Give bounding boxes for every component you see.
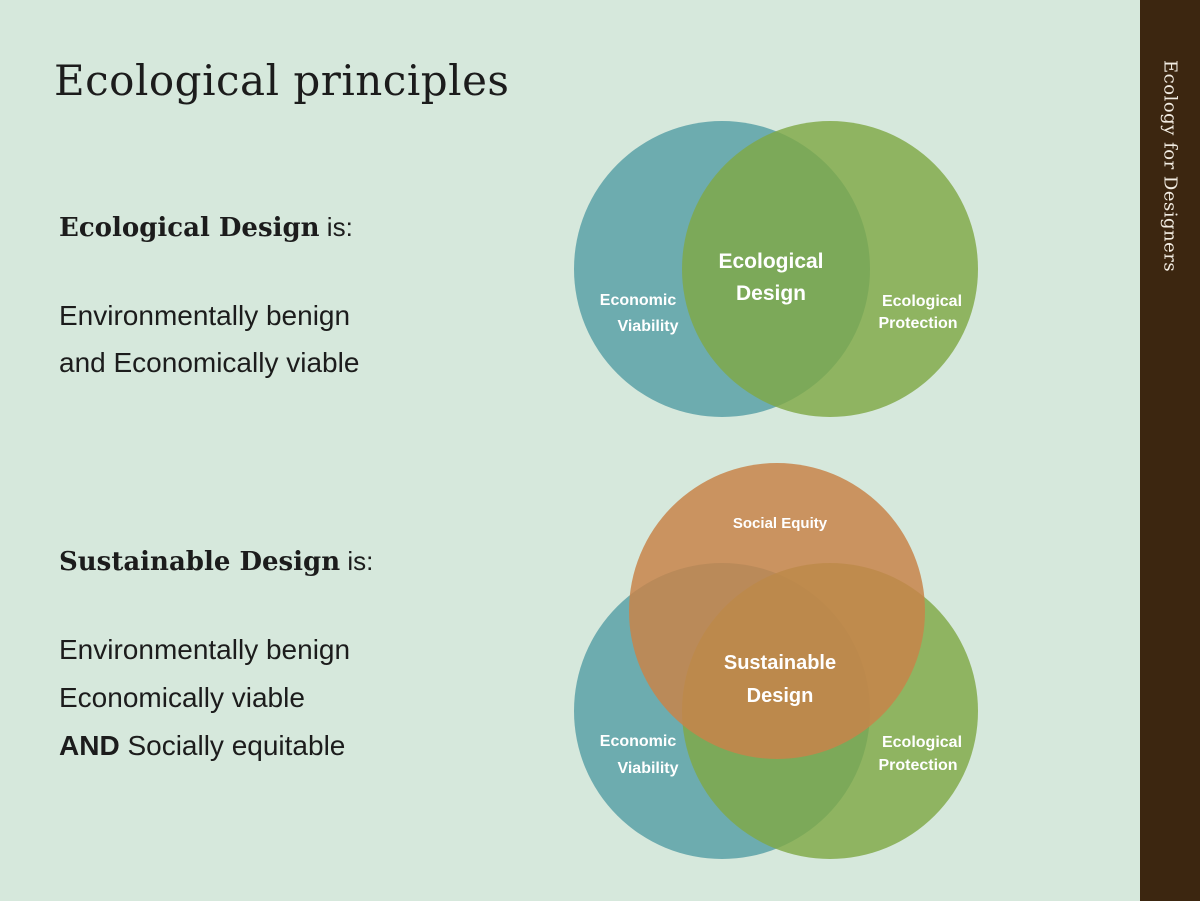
social-equity-label: Social Equity: [733, 515, 828, 532]
ecological-protection-label-2b: Protection: [878, 757, 957, 774]
socially-equitable-text: Socially equitable: [119, 730, 346, 761]
economic-viability-label-1: Economic: [600, 292, 677, 309]
ecological-protection-label-1: Ecological: [882, 293, 962, 310]
ecological-design-line-2: and Economically viable: [59, 347, 360, 378]
ecological-design-label-1: Ecological: [718, 250, 823, 273]
page-title: Ecological principles: [54, 56, 510, 105]
ecological-design-label-2: Design: [736, 282, 806, 305]
sustainable-design-heading-suffix: is:: [340, 546, 374, 576]
sustainable-design-label-1: Sustainable: [724, 652, 836, 674]
sustainable-design-heading-text: Sustainable Design: [59, 547, 341, 577]
venn-diagrams: Ecological Design Economic Viability Eco…: [574, 121, 978, 859]
sustainable-design-line-3: AND Socially equitable: [59, 730, 345, 762]
ecological-protection-label-2a: Ecological: [882, 734, 962, 751]
sidebar: [1140, 0, 1200, 901]
sustainable-design-heading: Sustainable Design is:: [59, 546, 373, 577]
sustainable-design-label-2: Design: [747, 685, 814, 707]
social-equity-circle: [629, 463, 925, 759]
ecological-design-heading: Ecological Design is:: [59, 212, 353, 243]
ecological-design-line-1: Environmentally benign: [59, 300, 351, 331]
ecological-protection-label-2: Protection: [878, 315, 957, 332]
sustainable-design-line-1: Environmentally benign: [59, 634, 351, 665]
and-emphasis: AND: [59, 730, 120, 761]
sidebar-label: Ecology for Designers: [1159, 60, 1181, 273]
sustainable-design-line-2: Economically viable: [59, 682, 305, 713]
ecological-design-heading-suffix: is:: [319, 212, 353, 242]
economic-viability-label-2a: Economic: [600, 733, 677, 750]
economic-viability-label-2: Viability: [617, 318, 678, 335]
ecological-design-heading-text: Ecological Design: [59, 213, 320, 243]
sustainable-design-venn: Social Equity Sustainable Design Economi…: [574, 463, 978, 859]
ecological-protection-circle: [682, 121, 978, 417]
economic-viability-label-2b: Viability: [617, 760, 678, 777]
ecological-design-venn: Ecological Design Economic Viability Eco…: [574, 121, 978, 417]
